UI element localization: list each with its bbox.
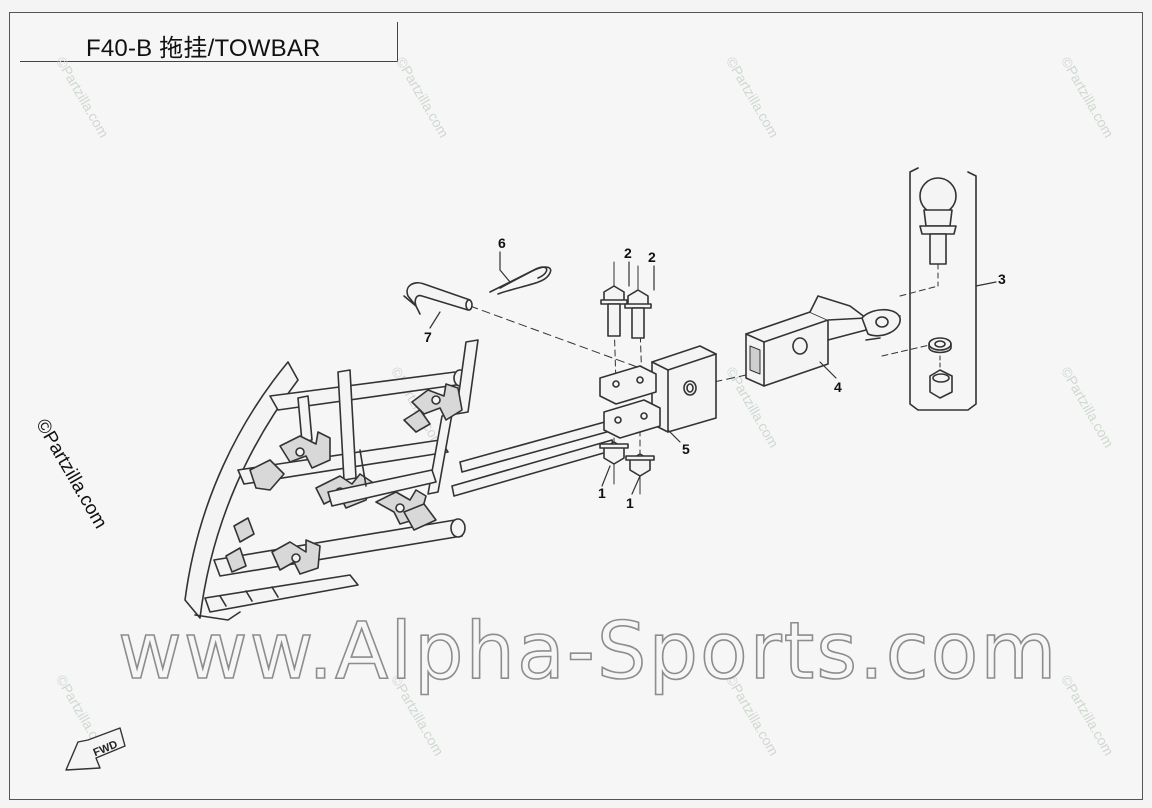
callout-7: 7 (424, 329, 432, 345)
callout-numbers: 6 2 2 3 4 5 7 1 1 (424, 235, 1006, 511)
callout-2a: 2 (624, 245, 632, 261)
title-block: F40-B 拖挂/TOWBAR (20, 22, 398, 62)
site-watermark: www.Alpha-Sports.com (117, 606, 1059, 698)
flange-nuts (599, 441, 655, 495)
callout-5: 5 (682, 441, 690, 457)
ball-mount (745, 295, 901, 387)
callout-leaders (429, 251, 997, 495)
diagram-title: F40-B 拖挂/TOWBAR (86, 35, 321, 62)
callout-6: 6 (498, 235, 506, 251)
callout-3: 3 (998, 271, 1006, 287)
drawing-sheet (9, 12, 1143, 800)
hitch-pin (403, 281, 473, 315)
hitch-clip (489, 266, 552, 295)
fwd-arrow-icon: FWD (65, 727, 126, 771)
callout-1b: 1 (626, 495, 634, 511)
flange-bolts (600, 261, 652, 339)
hitch-receiver (469, 305, 761, 459)
callout-4: 4 (834, 379, 842, 395)
hitch-ball-kit (881, 167, 977, 411)
callout-1a: 1 (598, 485, 606, 501)
vehicle-frame (184, 339, 615, 621)
callout-2b: 2 (648, 249, 656, 265)
